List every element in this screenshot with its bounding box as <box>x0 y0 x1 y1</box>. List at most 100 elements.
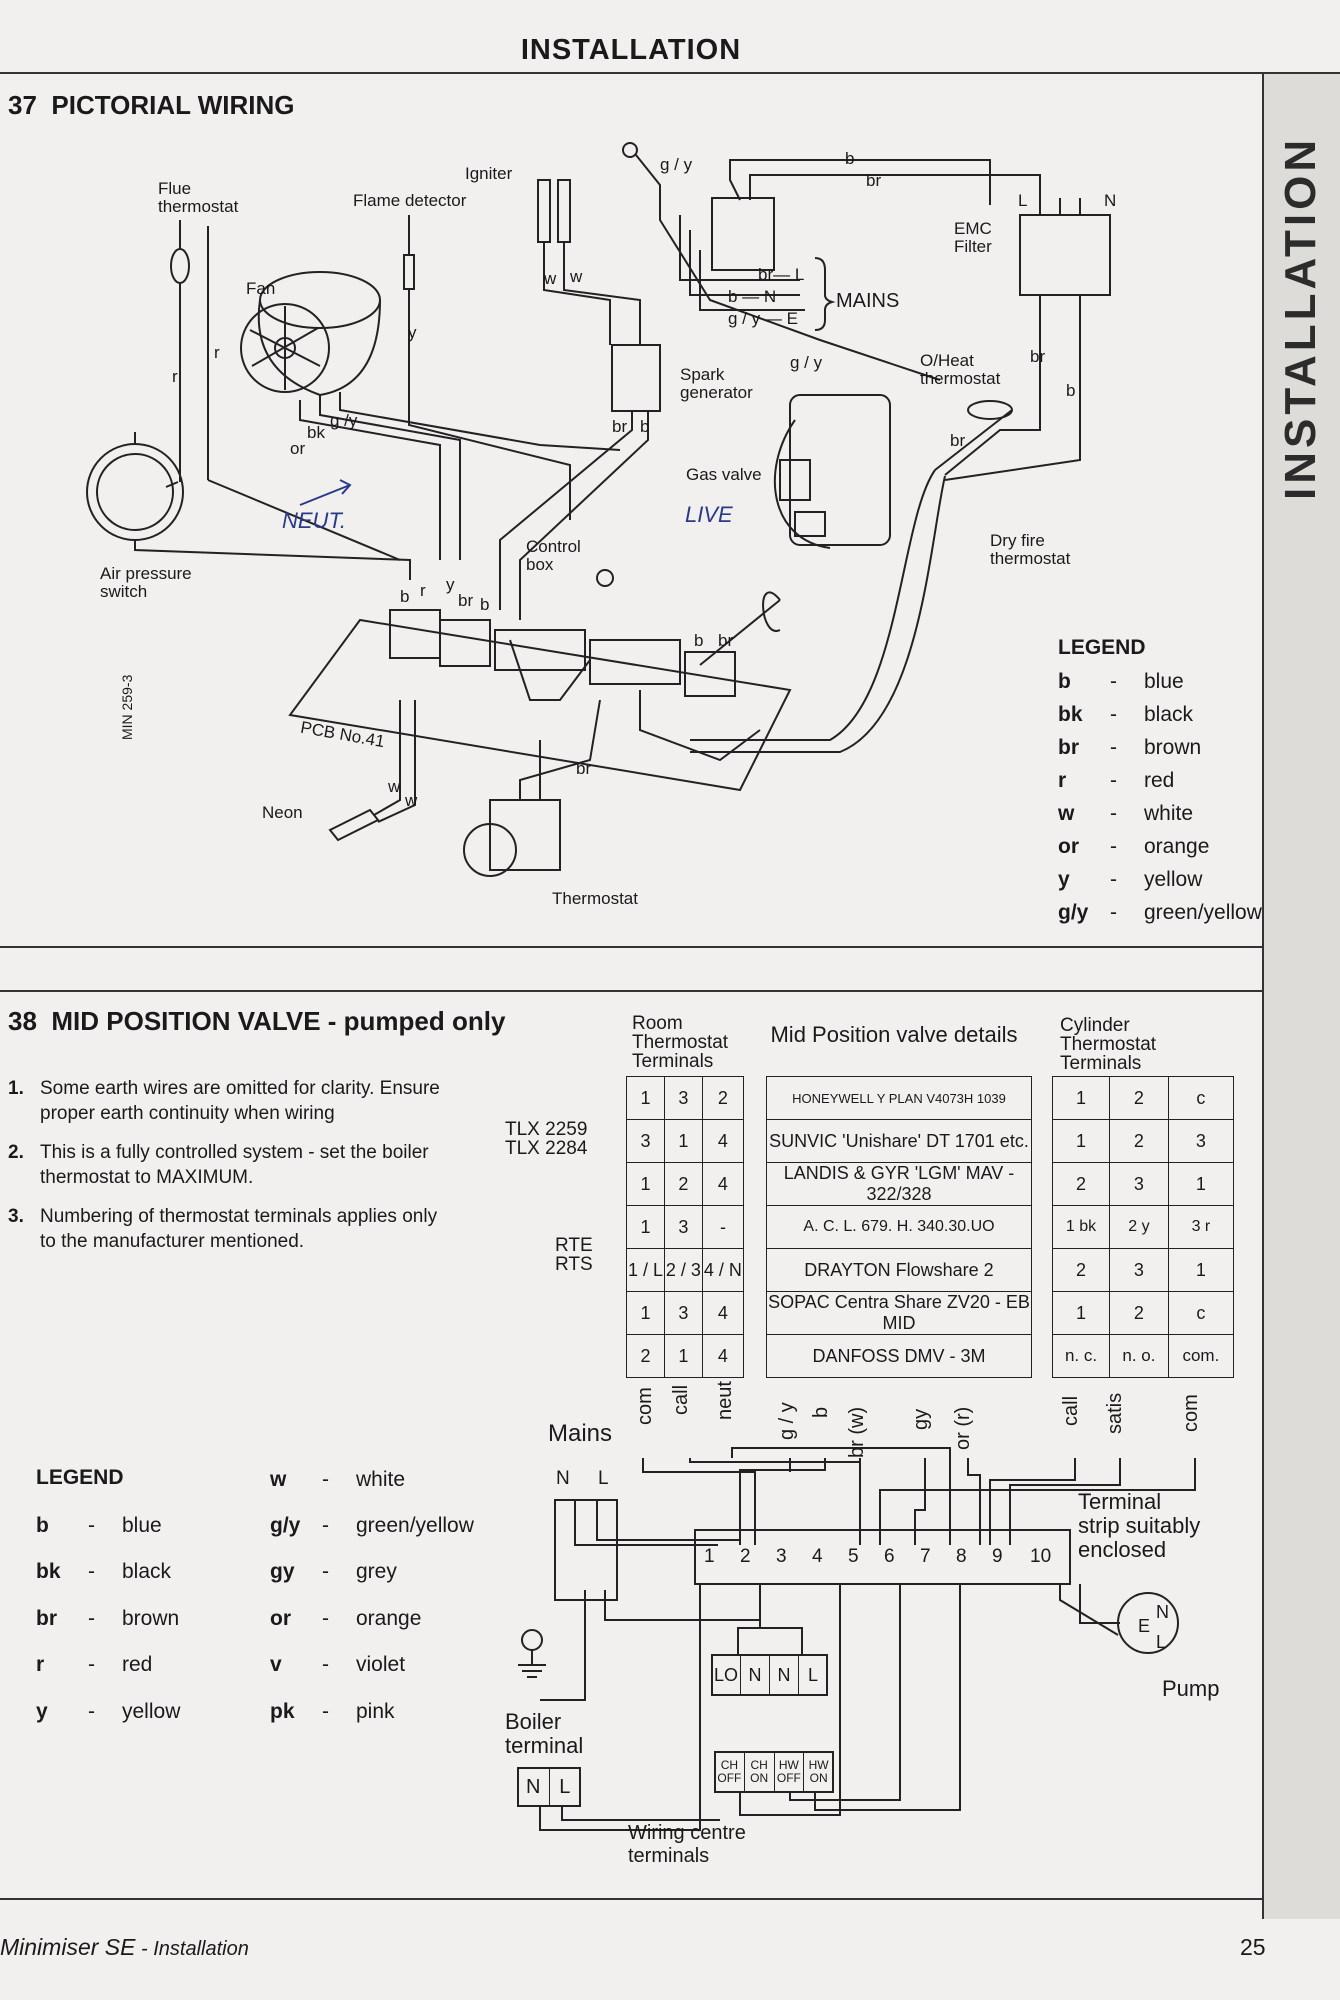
wire-or-fan: or <box>290 439 306 458</box>
terminal-3: 3 <box>776 1546 787 1567</box>
legend37-item: r-red <box>1058 769 1175 792</box>
wire-label-orr: or (r) <box>952 1406 974 1450</box>
flue-thermostat-shape <box>170 248 190 284</box>
terminal-1: 1 <box>704 1546 715 1567</box>
wire-w-igniter1: w <box>544 269 557 288</box>
label-neon: Neon <box>262 803 303 822</box>
label-flue-thermostat: Flue thermostat <box>158 179 239 216</box>
mains-block-shape <box>711 197 775 271</box>
wire-gy-fan: g /y <box>330 411 358 430</box>
wire-label-neut: neut <box>714 1381 736 1420</box>
legend37-item: bk-black <box>1058 703 1194 726</box>
wire-n-emc: N <box>1104 191 1117 210</box>
wire-br-top: br <box>866 171 882 190</box>
wire-br-thermostat: br <box>576 759 592 778</box>
section38-notes: 1.Some earth wires are omitted for clari… <box>8 1076 448 1268</box>
wire-gy-top: g / y <box>660 155 693 174</box>
wire-gy-e: g / y — E <box>728 309 798 328</box>
relay-4-shape <box>589 639 681 685</box>
pump-label: Pump <box>1162 1676 1220 1701</box>
note-item: 1.Some earth wires are omitted for clari… <box>8 1078 440 1124</box>
label-flame-detector: Flame detector <box>353 191 467 210</box>
wire-label-call-cyl: call <box>1060 1395 1082 1426</box>
wire-label-gy-grey: gy <box>910 1408 932 1430</box>
footer-title: Minimiser SE - Installation <box>0 1934 249 1960</box>
footer-rule <box>0 1898 1262 1900</box>
mains-n: N <box>556 1468 570 1489</box>
table-row: DANFOSS DMV - 3M <box>766 1334 1032 1378</box>
relay-1-shape <box>389 609 441 659</box>
wire-r-pcb1: r <box>420 581 426 600</box>
terminal-2: 2 <box>740 1546 751 1567</box>
handwritten-live: LIVE <box>685 502 733 527</box>
fan-wheel-shape <box>240 303 330 393</box>
lnnl-block: LO N N L <box>712 1655 827 1695</box>
table-row: LANDIS & GYR 'LGM' MAV - 322/328 <box>766 1162 1032 1206</box>
label-tlx: TLX 2259 TLX 2284 <box>505 1119 588 1159</box>
wire-b-n: b — N <box>728 287 777 306</box>
legend38-item: br-brown <box>36 1607 180 1630</box>
wire-label-brw: br (w) <box>846 1406 868 1458</box>
table-row: A. C. L. 679. H. 340.30.UO <box>766 1205 1032 1249</box>
table-row: n. c.n. o.com. <box>1051 1334 1235 1378</box>
pump-e: E <box>1138 1616 1151 1636</box>
terminal-5: 5 <box>848 1546 859 1567</box>
page-header: INSTALLATION <box>520 34 742 66</box>
legend37-heading: LEGEND <box>1058 636 1146 659</box>
terminal-4: 4 <box>812 1546 823 1567</box>
thermostat-body-shape <box>489 799 561 871</box>
legend38-item: g/y-green/yellow <box>270 1514 474 1537</box>
fan-housing-shape <box>259 271 381 329</box>
handwritten-neut: NEUT. <box>282 508 346 533</box>
note-item: 2.This is a fully controlled system - se… <box>8 1142 429 1188</box>
legend37-item: g/y-green/yellow <box>1058 901 1262 924</box>
legend38-item: w-white <box>270 1468 406 1491</box>
legend37-item: y-yellow <box>1058 868 1203 891</box>
wire-b-top: b <box>845 149 855 168</box>
wire-br-spark: br <box>612 417 628 436</box>
terminal-7: 7 <box>920 1546 931 1567</box>
section37-title: 37 PICTORIAL WIRING <box>8 90 295 121</box>
wire-label-com: com <box>634 1387 656 1425</box>
legend37-item: b-blue <box>1058 670 1184 693</box>
terminal-strip-shape <box>694 1529 1071 1585</box>
wire-w-igniter2: w <box>570 267 583 286</box>
legend38-item: gy-grey <box>270 1560 397 1583</box>
room-thermostat-heading: Room Thermostat Terminals <box>632 1013 729 1072</box>
section37-heading: PICTORIAL WIRING <box>51 90 295 120</box>
wire-r-flue: r <box>172 367 178 386</box>
label-gas-valve: Gas valve <box>686 465 762 484</box>
label-spark-generator: Spark generator <box>680 365 753 402</box>
emc-filter-shape <box>1019 214 1111 296</box>
gas-valve-shape <box>789 394 891 546</box>
section38-number: 38 <box>8 1006 37 1036</box>
wire-label-gy: g / y <box>776 1402 798 1440</box>
pump-l: L <box>1156 1632 1167 1652</box>
label-min-code: MIN 259-3 <box>119 674 135 740</box>
boiler-terminal-label: Boiler terminal <box>505 1709 584 1758</box>
label-igniter: Igniter <box>465 164 513 183</box>
wiring-centre-box: CH OFF CH ON HW OFF HW ON <box>715 1752 833 1792</box>
mains-label: Mains <box>548 1420 613 1447</box>
terminal-6: 6 <box>884 1546 895 1567</box>
wire-label-call: call <box>670 1384 692 1415</box>
table-row: DRAYTON Flowshare 2 <box>766 1248 1032 1292</box>
wire-br-pcb5: br <box>718 631 734 650</box>
terminal-strip-label: Terminal strip suitably enclosed <box>1078 1489 1201 1562</box>
wire-w-neon1: w <box>388 777 401 796</box>
wire-w-neon2: w <box>405 791 418 810</box>
section-divider-1 <box>0 946 1262 948</box>
legend38-item: r-red <box>36 1653 153 1676</box>
boiler-terminal-box: N L <box>518 1768 580 1806</box>
